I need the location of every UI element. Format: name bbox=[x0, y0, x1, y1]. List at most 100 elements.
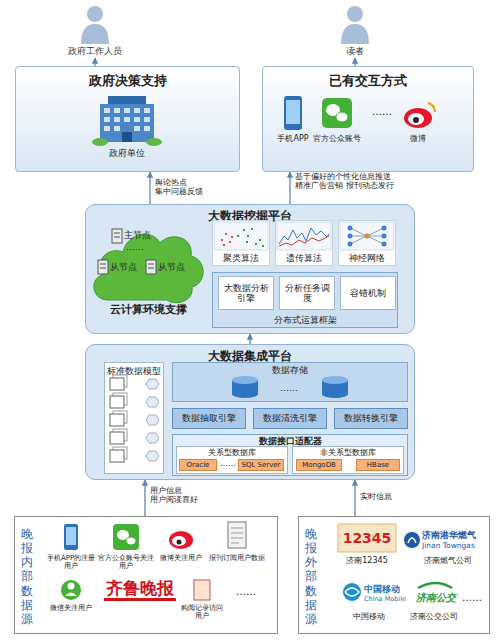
doc-icon bbox=[110, 414, 124, 426]
connector-line bbox=[149, 172, 150, 204]
db-box: SQL Server bbox=[238, 459, 284, 471]
server-lines bbox=[100, 233, 154, 268]
db-top bbox=[232, 376, 258, 384]
db-bottom bbox=[322, 390, 348, 398]
node-text: 大数据分析引擎 bbox=[219, 283, 273, 303]
node-text: …… bbox=[126, 242, 156, 253]
connector-line bbox=[354, 58, 355, 66]
engine-box: 数据抽取引擎 bbox=[172, 408, 246, 429]
node-text: …… bbox=[267, 383, 311, 394]
adapter-box: 数据接口适配器关系型数据库……OracleSQL Server非关系型数据库Mo… bbox=[172, 434, 408, 476]
person-head bbox=[87, 6, 103, 22]
chart-frame bbox=[214, 222, 268, 250]
caption-label: 手机APP bbox=[268, 134, 318, 143]
caption-label: 12345 bbox=[338, 530, 396, 547]
engine-box: 数据转换引擎 bbox=[334, 408, 408, 429]
node-text: 数据转换引擎 bbox=[342, 413, 400, 423]
node-text: 读者 bbox=[320, 46, 390, 57]
node-text: 数据清洗引擎 bbox=[261, 413, 319, 423]
logo-underline bbox=[104, 598, 176, 601]
caption-label: 中国移动 bbox=[364, 584, 408, 595]
user-head bbox=[68, 583, 75, 590]
db-bottom bbox=[232, 390, 258, 398]
node-text: 主节点 bbox=[124, 230, 164, 241]
network-node bbox=[348, 242, 353, 247]
weibo-eye bbox=[177, 540, 182, 545]
node-text: Oracle bbox=[185, 461, 212, 469]
weibo-face bbox=[408, 113, 424, 125]
db-box: HBase bbox=[356, 459, 400, 471]
caption-label: 济南12345 bbox=[330, 556, 404, 565]
node-text: 分析任务调度 bbox=[280, 283, 334, 303]
bush bbox=[92, 138, 108, 146]
caption-label: 济南港华燃气 bbox=[422, 530, 490, 541]
wechat-icon bbox=[113, 524, 139, 550]
line-series bbox=[279, 236, 329, 246]
hotline-badge bbox=[338, 524, 396, 552]
mobile-logo bbox=[343, 583, 361, 601]
platform-box: 大数据集成平台标准数据模型数据存储……数据抽取引擎数据清洗引擎数据转换引擎数据接… bbox=[85, 344, 415, 480]
caption-label: …… bbox=[226, 586, 266, 598]
user-body bbox=[65, 593, 77, 597]
process-box: 分析任务调度 bbox=[279, 276, 335, 310]
node-text: 云计算环境支撑 bbox=[88, 304, 208, 317]
node-text: 容错机制 bbox=[348, 288, 388, 298]
server-icon bbox=[146, 260, 156, 274]
hexagon bbox=[146, 379, 159, 389]
engine-box: 数据清洗引擎 bbox=[253, 408, 327, 429]
doc-icon bbox=[110, 396, 124, 408]
caption-label: 微博关注用户 bbox=[156, 554, 206, 562]
caption-label: 报刊订阅用户数据 bbox=[208, 554, 266, 562]
person-head bbox=[347, 6, 363, 22]
caption-label: …… bbox=[362, 106, 402, 118]
caption-label: China Mobile bbox=[364, 596, 414, 604]
edge-label: 用户信息 用户阅读喜好 bbox=[150, 486, 210, 505]
node-text: 关系型数据库 bbox=[177, 448, 287, 457]
server-icon bbox=[98, 260, 108, 274]
caption-label: 官方公众账号关注用户 bbox=[98, 554, 154, 571]
process-box: 大数据分析引擎 bbox=[218, 276, 274, 310]
storage-band: 数据存储…… bbox=[172, 362, 408, 402]
node-text: 从节点 bbox=[110, 262, 140, 273]
node-text: 政府工作人员 bbox=[60, 46, 130, 57]
connector-line bbox=[144, 480, 145, 516]
doc-icon bbox=[110, 378, 124, 390]
node-text: 已有交互方式 bbox=[263, 73, 473, 88]
caption-label: …… bbox=[458, 592, 486, 604]
node-text: 从节点 bbox=[158, 262, 188, 273]
hexagon bbox=[146, 451, 159, 461]
edge-label: 基于偏好的个性化信息推送 精准广告营销 报刊动态发行 bbox=[295, 172, 395, 191]
connector-line bbox=[289, 172, 290, 204]
connector-line bbox=[94, 58, 95, 66]
line-series bbox=[279, 228, 329, 244]
node-text: 分布式运算框架 bbox=[213, 315, 397, 326]
towngas-flame bbox=[408, 538, 416, 543]
record-icon bbox=[194, 580, 210, 600]
node-text: 聚类算法 bbox=[213, 253, 269, 263]
caption-label: 中国移动 bbox=[334, 612, 404, 621]
node-text: 神经网络 bbox=[339, 253, 395, 263]
building-door bbox=[122, 132, 132, 142]
user-icon bbox=[61, 580, 81, 600]
scatter-points bbox=[237, 235, 264, 247]
node-text: 晚报内部数据源 bbox=[20, 527, 34, 626]
node-text: SQL Server bbox=[239, 461, 282, 469]
doc-icon bbox=[110, 432, 124, 444]
db-box: MongoDB bbox=[296, 459, 342, 471]
weibo-face bbox=[172, 536, 186, 546]
caption-label: 齐鲁晚报 bbox=[100, 578, 180, 598]
process-box: 容错机制 bbox=[340, 276, 396, 310]
node-text: MongoDB bbox=[300, 461, 338, 469]
network-node bbox=[382, 226, 387, 231]
weibo-icon bbox=[404, 108, 432, 128]
db-group: 非关系型数据库 MongoDB HBase bbox=[292, 446, 404, 474]
caption-label: 手机APP的注册用户 bbox=[44, 554, 98, 571]
node-text: 遗传算法 bbox=[276, 253, 332, 263]
node-text: 非关系型数据库 bbox=[293, 448, 403, 457]
network-node bbox=[382, 234, 387, 239]
caption-label: 官方公众账号 bbox=[308, 134, 366, 143]
mobile-swirl bbox=[345, 588, 359, 596]
phone-icon bbox=[64, 524, 78, 550]
